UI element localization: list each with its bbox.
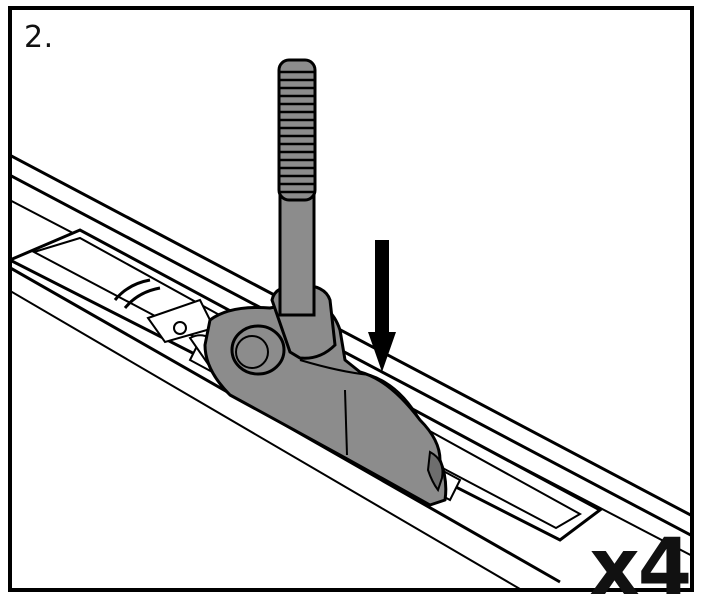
rail-top-edge bbox=[12, 154, 690, 517]
clamp-lever bbox=[299, 359, 421, 421]
slot-mark bbox=[123, 286, 161, 309]
clamp-notch bbox=[426, 450, 444, 493]
quantity-label: x4 bbox=[589, 523, 692, 613]
clamp-knob-face bbox=[235, 335, 269, 369]
bolt-shaft bbox=[278, 193, 316, 317]
step-number: 2. bbox=[24, 20, 54, 55]
clamp-seam bbox=[344, 389, 348, 456]
down-arrow-icon bbox=[368, 240, 396, 372]
thread-lines bbox=[280, 70, 314, 194]
rail-bottom-edge-2 bbox=[12, 290, 521, 588]
slot-mark bbox=[113, 278, 151, 301]
small-screw bbox=[173, 321, 187, 335]
rail-top-edge-2 bbox=[12, 174, 690, 537]
